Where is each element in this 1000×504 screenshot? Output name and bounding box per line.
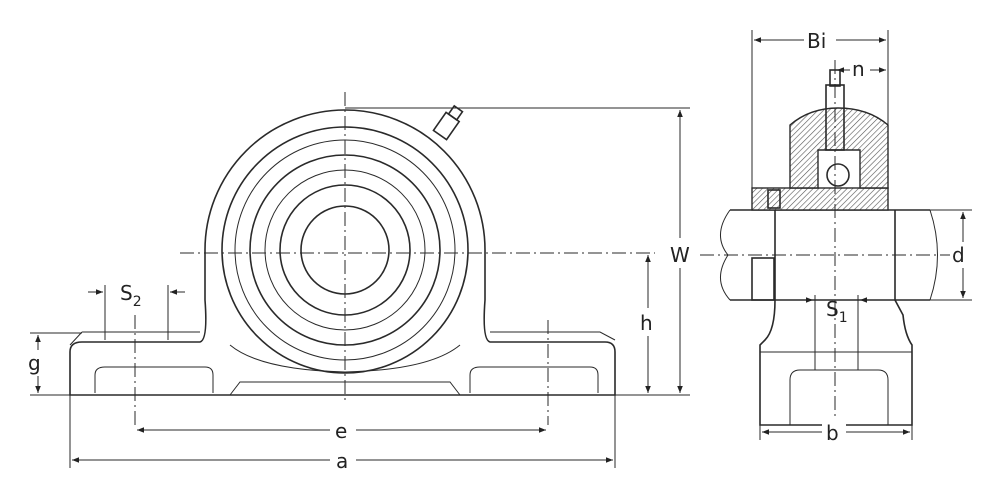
set-screw	[767, 189, 781, 209]
foot-slot-right	[469, 366, 599, 393]
foot-slot-left	[94, 366, 214, 393]
label-Bi: Bi	[807, 29, 826, 53]
label-g: g	[28, 351, 41, 375]
side-view	[700, 60, 960, 426]
inner-ring-section	[751, 187, 889, 211]
grease-nipple-icon	[432, 104, 464, 141]
locking-collar	[751, 257, 775, 301]
label-e: e	[335, 419, 347, 443]
label-d: d	[952, 243, 965, 267]
label-n: n	[852, 57, 865, 81]
label-b: b	[826, 421, 839, 445]
outer-ring-section	[789, 107, 889, 189]
base-top-line	[69, 331, 616, 346]
housing-outline	[69, 109, 616, 396]
ball	[826, 163, 850, 187]
dimensions-front: W h g e a S2	[26, 107, 693, 473]
dimensions-side: Bi n d b S1	[751, 28, 974, 445]
label-S1: S1	[826, 297, 848, 326]
label-S2: S2	[120, 281, 142, 310]
label-a: a	[336, 449, 348, 473]
label-h: h	[640, 311, 653, 335]
label-W: W	[670, 243, 690, 267]
front-view	[69, 92, 655, 425]
